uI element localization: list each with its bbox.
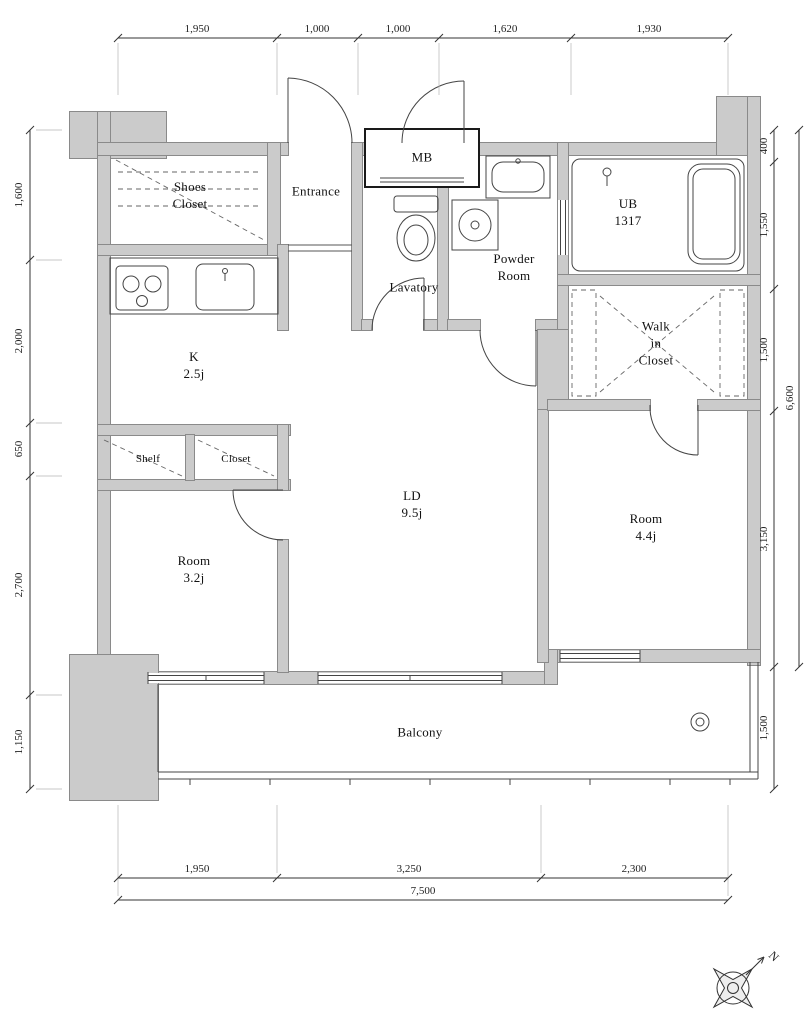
toilet-icon (393, 195, 439, 262)
room-label-shelf: Shelf (135, 452, 161, 465)
wall-segment (447, 319, 481, 331)
wall-segment (479, 142, 718, 156)
dim-label-bottom-2: 3,250 (396, 863, 422, 875)
entrance-step (288, 244, 352, 252)
dim-label-top-2: 1,000 (304, 23, 330, 35)
wall-segment (277, 539, 289, 673)
wall-segment (97, 479, 291, 491)
dim-label-top-4: 1,620 (492, 23, 518, 35)
washing-machine-icon (451, 199, 499, 251)
bath-door (558, 200, 568, 255)
wall-segment (69, 654, 159, 801)
wall-segment (423, 319, 449, 331)
wall-segment (97, 244, 289, 256)
room-label-room-44: Room 4.4j (629, 511, 663, 543)
wall-segment (97, 424, 291, 436)
dim-label-right-3: 1,500 (758, 337, 770, 363)
wall-segment (557, 274, 761, 286)
kitchen-sink-icon (195, 263, 255, 311)
kitchen-counter (109, 257, 279, 315)
wall-segment (351, 142, 363, 331)
room-label-living-dining: LD 9.5j (401, 488, 423, 520)
wall-segment (361, 319, 373, 331)
room-label-room-32: Room 3.2j (177, 553, 211, 585)
wall-segment (697, 399, 761, 411)
meter-box-slit (380, 177, 464, 183)
wall-segment (537, 409, 549, 663)
extension-lines (36, 43, 729, 896)
room-label-closet: Closet (221, 452, 251, 465)
room-label-kitchen: K 2.5j (183, 349, 205, 381)
wall-segment (277, 424, 289, 491)
dim-label-right-5: 1,500 (758, 715, 770, 741)
wall-segment (277, 244, 289, 331)
unit-bath-outline (571, 158, 745, 272)
window-icon (317, 672, 503, 684)
drain-icon (690, 712, 710, 732)
balcony-rail (157, 662, 759, 785)
dim-label-right-4: 3,150 (758, 526, 770, 552)
wall-segment (535, 319, 569, 331)
wall-segment (185, 434, 195, 481)
wall-segment (97, 111, 111, 696)
room-label-lavatory: Lavatory (389, 279, 439, 295)
dim-label-bottom-1: 1,950 (184, 863, 210, 875)
dim-label-left-1: 1,600 (13, 182, 25, 208)
compass-north-label: N (766, 948, 782, 964)
wall-segment (547, 399, 651, 411)
dim-label-top-5: 1,930 (636, 23, 662, 35)
dim-label-left-2: 2,000 (13, 328, 25, 354)
wic-dashes (571, 289, 745, 397)
dim-label-top-3: 1,000 (385, 23, 411, 35)
dim-label-bottom-3: 2,300 (621, 863, 647, 875)
wall-segment (747, 96, 761, 666)
dimension-lines (25, 33, 804, 905)
room-label-mb: MB (411, 149, 433, 165)
stove-icon (115, 265, 169, 311)
dim-label-top-1: 1,950 (184, 23, 210, 35)
room-label-shoes-closet: Shoes Closet (172, 179, 208, 211)
room-label-entrance: Entrance (291, 183, 341, 199)
dim-label-right-1: 400 (758, 137, 770, 155)
door-arc (232, 77, 699, 541)
vanity-sink-icon (485, 155, 551, 199)
dim-label-left-3: 650 (13, 440, 25, 458)
wall-segment (544, 649, 558, 685)
wall-segment (267, 142, 281, 256)
compass-icon: N (712, 948, 782, 1009)
room-label-unit-bath: UB 1317 (614, 196, 642, 228)
room-label-balcony: Balcony (397, 724, 443, 740)
wall-segment (97, 142, 289, 156)
dim-label-right-total: 6,600 (784, 385, 796, 411)
dim-label-left-4: 2,700 (13, 572, 25, 598)
dim-label-left-5: 1,150 (13, 729, 25, 755)
bathtub-icon (602, 163, 741, 265)
window-icon (147, 672, 265, 684)
room-label-powder-room: Powder Room (493, 251, 535, 283)
dim-label-right-2: 1,550 (758, 212, 770, 238)
dim-label-bottom-total: 7,500 (410, 885, 436, 897)
room-label-walk-in-closet: Walk in Closet (638, 318, 674, 368)
window-icon (559, 650, 641, 662)
wall-segment (437, 187, 449, 331)
wall-segment (537, 329, 569, 411)
closet-dashes (103, 159, 275, 477)
